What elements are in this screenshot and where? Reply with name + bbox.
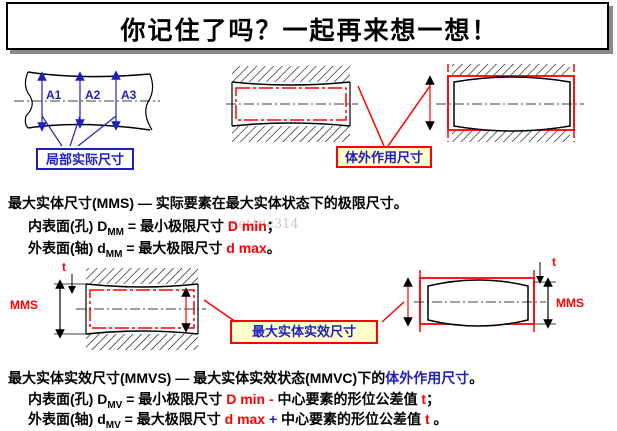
mms-shaft-line: 外表面(轴) dMM = 最大极限尺寸 d max。 [28, 240, 281, 260]
mms-heading: 最大实体尺寸(MMS) — 实际要素在最大实体状态下的极限尺寸。 [8, 195, 408, 211]
mmvs-hole-line: 内表面(孔) DMV = 最小极限尺寸 D min - 中心要素的形位公差值 t… [28, 391, 441, 411]
a3-label: A3 [121, 88, 137, 102]
mms-hole-diagram [54, 268, 237, 350]
title-box: 你记住了吗？一起再来想一想！ [6, 2, 609, 50]
a1-label: A1 [46, 88, 62, 102]
hole-external-diagram [226, 66, 431, 147]
mmvs-heading: 最大实体实效尺寸(MMVS) — 最大实体实效状态(MMVC)下的体外作用尺寸。 [8, 370, 484, 386]
a2-label: A2 [85, 88, 101, 102]
mmvs-size-label: 最大实体实效尺寸 [230, 320, 378, 344]
mms-right-label: MMS [556, 296, 584, 310]
t-right-label: t [552, 255, 556, 269]
watermark: net/zjc314 [230, 217, 299, 232]
shaft-external-diagram [425, 64, 584, 142]
mms-shaft-diagram [381, 262, 556, 332]
mms-left-label: MMS [10, 298, 38, 312]
mms-hole-line: 内表面(孔) DMM = 最小极限尺寸 D min； [28, 218, 281, 238]
external-size-label: 体外作用尺寸 [336, 146, 432, 168]
mmvs-shaft-line: 外表面(轴) dMV = 最大极限尺寸 d max + 中心要素的形位公差值 t… [28, 411, 448, 431]
local-size-diagram [14, 70, 160, 147]
local-size-label: 局部实际尺寸 [36, 148, 134, 170]
page-title: 你记住了吗？一起再来想一想！ [120, 16, 499, 45]
t-left-label: t [62, 260, 66, 274]
